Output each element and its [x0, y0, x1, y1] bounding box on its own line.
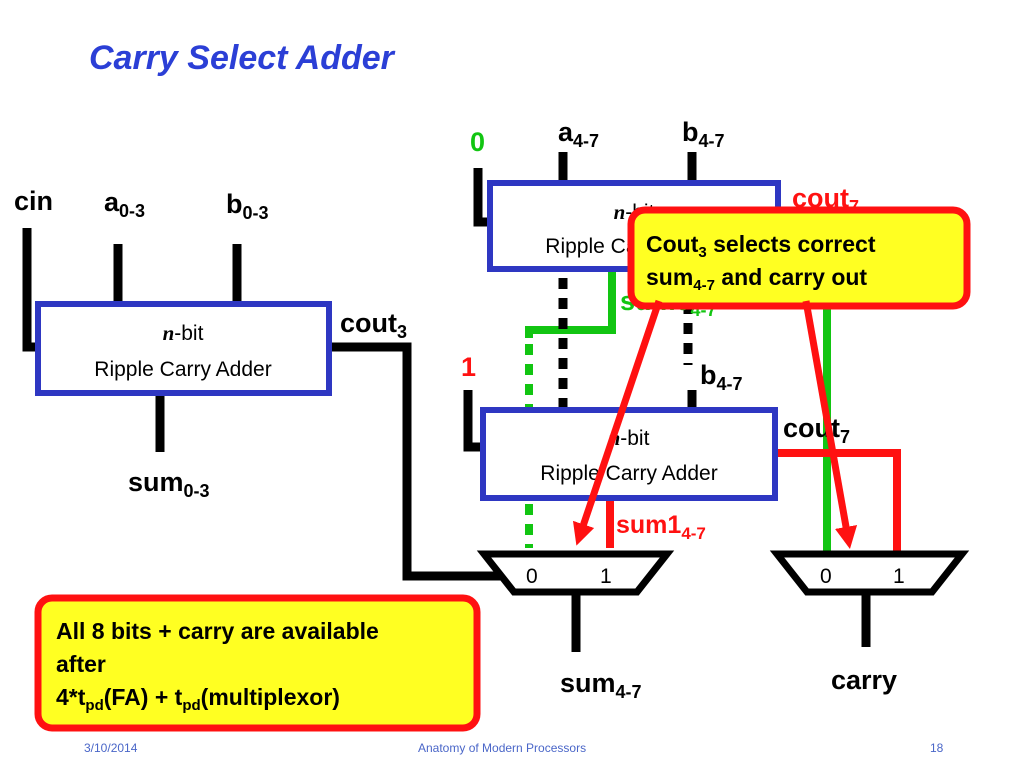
- sum-low-label: sum0-3: [128, 467, 210, 501]
- bottom-ripple-carry-adder: [480, 407, 778, 501]
- timing-callout-line2: after: [56, 651, 106, 677]
- cout-low-wire: [328, 342, 497, 581]
- carry-one-path: [606, 449, 901, 552]
- select-callout-line1: Cout3 selects correct: [646, 231, 876, 261]
- carry-mux-input-1: 1: [893, 565, 905, 588]
- sum-high-label: sum4-7: [560, 668, 642, 702]
- footer-date: 3/10/2014: [84, 741, 138, 755]
- cin-label: cin: [14, 186, 53, 216]
- arrow-to-carry-mux: [802, 300, 858, 550]
- b-high-bottom-label: b4-7: [700, 360, 743, 394]
- sum-zero-wire: [525, 269, 616, 338]
- low-adder-line1: n-bit: [163, 321, 204, 345]
- select-callout-line2: sum4-7 and carry out: [646, 264, 867, 294]
- sum-mux-input-1: 1: [600, 565, 612, 588]
- carry-label: carry: [831, 665, 897, 695]
- bottom-adder-line2: Ripple Carry Adder: [540, 462, 717, 485]
- low-ripple-carry-adder: [35, 301, 332, 396]
- carry-multiplexer: [769, 550, 970, 596]
- timing-callout-box: [34, 594, 481, 732]
- sum-mux-input-0: 0: [526, 565, 538, 588]
- const-one-wire: [463, 390, 483, 452]
- cout-bottom-label: cout7: [783, 413, 850, 447]
- carry-mux-input-0: 0: [820, 565, 832, 588]
- arrow-to-sum-mux: [572, 299, 663, 546]
- const-one-label: 1: [461, 352, 476, 382]
- select-callout-box: [627, 206, 971, 310]
- sum-one-label: sum14-7: [616, 511, 706, 543]
- timing-callout-line1: All 8 bits + carry are available: [56, 618, 379, 644]
- footer-page-number: 18: [930, 741, 944, 755]
- b-high-top-label: b4-7: [682, 117, 725, 151]
- a-high-label: a4-7: [558, 117, 599, 151]
- low-adder-line2: Ripple Carry Adder: [94, 358, 271, 381]
- select-callout-arrows: [572, 299, 858, 550]
- timing-callout-line3: 4*tpd(FA) + tpd(multiplexor): [56, 684, 340, 714]
- bottom-adder-wires: [463, 390, 871, 652]
- b-low-label: b0-3: [226, 189, 269, 223]
- low-adder-wires: [22, 228, 497, 581]
- cout-bottom-wire: [776, 449, 901, 552]
- sum-multiplexer: [476, 550, 675, 596]
- cout-low-label: cout3: [340, 308, 407, 342]
- a-low-label: a0-3: [104, 187, 145, 221]
- footer-course: Anatomy of Modern Processors: [418, 741, 587, 755]
- const-zero-label: 0: [470, 127, 485, 157]
- slide-title: Carry Select Adder: [89, 39, 396, 77]
